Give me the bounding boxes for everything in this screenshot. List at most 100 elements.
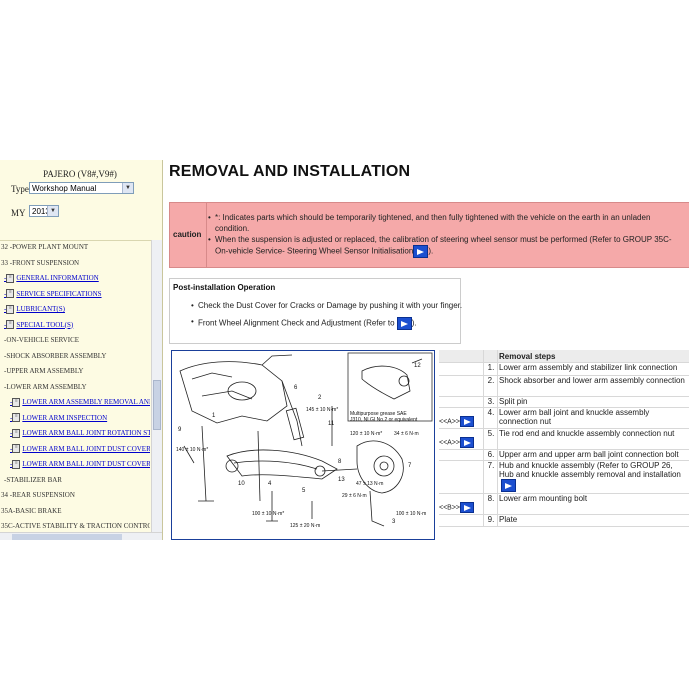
suspension-diagram: 12 9 10 11 13 7 4 5 6 1 2 3 8 145 ± 10 N…: [171, 350, 435, 540]
tree-item[interactable]: -STABILIZER BAR: [4, 475, 62, 484]
service-point-link[interactable]: <<A>>: [439, 416, 475, 427]
step-number: 1.: [485, 362, 498, 375]
tree-item-label: GENERAL INFORMATION: [16, 274, 99, 282]
step-text: Lower arm assembly and stabilizer link c…: [499, 362, 689, 372]
tree-item[interactable]: 33 -FRONT SUSPENSION: [1, 256, 79, 271]
tree-item-label: SERVICE SPECIFICATIONS: [16, 289, 102, 298]
tree-item[interactable]: -≡SERVICE SPECIFICATIONS: [4, 289, 102, 299]
step-text: Hub and knuckle assembly (Refer to GROUP…: [499, 460, 689, 492]
tree-item-label: 35C-ACTIVE STABILITY & TRACTION CONTROL …: [1, 522, 150, 530]
model-name: PAJERO (V8#,V9#): [43, 169, 117, 179]
tree-item[interactable]: -SHOCK ABSORBER ASSEMBLY: [4, 351, 107, 360]
diagram-callout: 3: [392, 519, 396, 525]
reference-cell: <<A>>: [439, 428, 484, 449]
step-text-value: Split pin: [499, 397, 528, 406]
table-row: 1.Lower arm assembly and stabilizer link…: [439, 362, 689, 376]
torque-label: 29 ± 6 N·m: [342, 493, 367, 499]
step-text-value: Lower arm ball joint and knuckle assembl…: [499, 408, 650, 426]
table-row: 9.Plate: [439, 514, 689, 527]
tree-vertical-scrollbar[interactable]: [151, 240, 162, 532]
diagram-callout: 11: [328, 421, 335, 427]
sidebar-filter-panel: PAJERO (V8#,V9#) Type Workshop Manual ▼ …: [0, 160, 162, 241]
step-text: Shock absorber and lower arm assembly co…: [499, 375, 689, 385]
step-text-value: Shock absorber and lower arm assembly co…: [499, 376, 685, 385]
reference-cell: [439, 460, 484, 493]
chevron-down-icon[interactable]: ▼: [122, 183, 133, 193]
tree-item[interactable]: -≡LOWER ARM BALL JOINT ROTATION STAI: [10, 426, 150, 441]
step-number: 3.: [485, 396, 498, 407]
reference-cell: [439, 514, 484, 526]
service-point-label: <<A>>: [439, 418, 461, 426]
chevron-down-icon[interactable]: ▼: [47, 206, 58, 216]
step-text-value: Tie rod end and knuckle assembly connect…: [499, 429, 675, 438]
tree-item[interactable]: 34 -REAR SUSPENSION: [1, 488, 75, 503]
reference-cell: [439, 362, 484, 375]
tree-item-label: LOWER ARM BALL JOINT DUST COVER INS: [22, 444, 150, 453]
step-text-value: Lower arm mounting bolt: [499, 494, 588, 503]
step-text: Tie rod end and knuckle assembly connect…: [499, 428, 689, 438]
post-installation-item-suffix: ).: [411, 318, 417, 328]
caution-list: *: Indicates parts which should be tempo…: [206, 203, 689, 267]
type-select-value: Workshop Manual: [32, 184, 97, 193]
document-icon: ≡: [12, 413, 21, 423]
tree-item[interactable]: -≡GENERAL INFORMATION: [4, 273, 99, 283]
tree-item-label: 32 -POWER PLANT MOUNT: [1, 243, 89, 251]
document-icon: ≡: [12, 428, 21, 438]
diagram-callout: 5: [302, 488, 306, 494]
my-select-value: 2013: [32, 207, 50, 216]
tree-item-label: 35A-BASIC BRAKE: [1, 506, 62, 515]
torque-label: 100 ± 10 N·m: [396, 511, 427, 517]
tree-item[interactable]: -≡LUBRICANT(S): [4, 304, 65, 314]
my-label: MY: [11, 208, 26, 218]
reference-cell: [439, 375, 484, 396]
column-header: Removal steps: [499, 352, 556, 361]
tree-item[interactable]: -≡LOWER ARM BALL JOINT DUST COVER INS: [10, 442, 150, 457]
post-installation-item-text: Front Wheel Alignment Check and Adjustme…: [198, 318, 395, 328]
reference-arrow-icon[interactable]: [501, 479, 516, 492]
scrollbar-thumb[interactable]: [12, 534, 122, 540]
service-point-link[interactable]: <<B>>: [439, 502, 475, 513]
tree-item-label: 33 -FRONT SUSPENSION: [1, 258, 80, 267]
step-number: 2.: [485, 375, 498, 396]
document-icon: ≡: [12, 459, 21, 469]
reference-arrow-icon[interactable]: [460, 416, 475, 427]
reference-arrow-icon[interactable]: [396, 317, 412, 330]
tree-item[interactable]: 35C-ACTIVE STABILITY & TRACTION CONTROL …: [1, 519, 150, 532]
tree-horizontal-scrollbar[interactable]: [0, 532, 162, 540]
my-select[interactable]: 2013 ▼: [29, 205, 59, 217]
document-icon: ≡: [6, 289, 15, 299]
tree-item[interactable]: -≡LOWER ARM ASSEMBLY REMOVAL AND I: [10, 395, 150, 410]
reference-cell: <<A>>: [439, 407, 484, 428]
diagram-callout: 12: [414, 363, 421, 369]
torque-label: 140 ± 10 N·m*: [176, 447, 209, 453]
tree-item[interactable]: 32 -POWER PLANT MOUNT: [1, 240, 88, 255]
content-pane: REMOVAL AND INSTALLATION caution *: Indi…: [163, 160, 700, 540]
tree-item[interactable]: -LOWER ARM ASSEMBLY: [4, 382, 87, 391]
tree-item-label: LOWER ARM ASSEMBLY REMOVAL AND I: [22, 398, 150, 406]
step-text-value: Upper arm and upper arm ball joint conne…: [499, 450, 679, 459]
table-header-row: Removal steps: [439, 350, 689, 363]
reference-arrow-icon[interactable]: [413, 245, 429, 258]
reference-arrow-icon[interactable]: [460, 502, 475, 513]
tree-item[interactable]: -≡LOWER ARM BALL JOINT DUST COVER RE: [10, 457, 150, 472]
tree-item[interactable]: -≡LOWER ARM INSPECTION: [10, 413, 108, 423]
tree-item[interactable]: -≡SPECIAL TOOL(S): [4, 320, 74, 330]
service-point-link[interactable]: <<A>>: [439, 437, 475, 448]
tree-item[interactable]: 35A-BASIC BRAKE: [1, 504, 61, 519]
diagram-callout: 9: [178, 427, 182, 433]
post-installation-box: Post-installation Operation Check the Du…: [169, 278, 462, 344]
table-row: <<A>>4.Lower arm ball joint and knuckle …: [439, 407, 689, 429]
scrollbar-thumb[interactable]: [153, 380, 161, 430]
caution-item-text: When the suspension is adjusted or repla…: [215, 235, 672, 256]
tree-item[interactable]: -ON-VEHICLE SERVICE: [4, 336, 80, 344]
caution-box: caution *: Indicates parts which should …: [169, 202, 689, 268]
torque-label: 120 ± 10 N·m*: [350, 431, 383, 437]
document-icon: ≡: [12, 397, 21, 407]
reference-cell: [439, 449, 484, 460]
page-title: REMOVAL AND INSTALLATION: [169, 163, 411, 180]
reference-arrow-icon[interactable]: [460, 437, 475, 448]
type-select[interactable]: Workshop Manual ▼: [29, 182, 134, 194]
tree-item[interactable]: -UPPER ARM ASSEMBLY: [4, 367, 84, 375]
manual-viewer-window: PAJERO (V8#,V9#) Type Workshop Manual ▼ …: [0, 160, 700, 540]
tree-item-label: SPECIAL TOOL(S): [16, 320, 74, 329]
